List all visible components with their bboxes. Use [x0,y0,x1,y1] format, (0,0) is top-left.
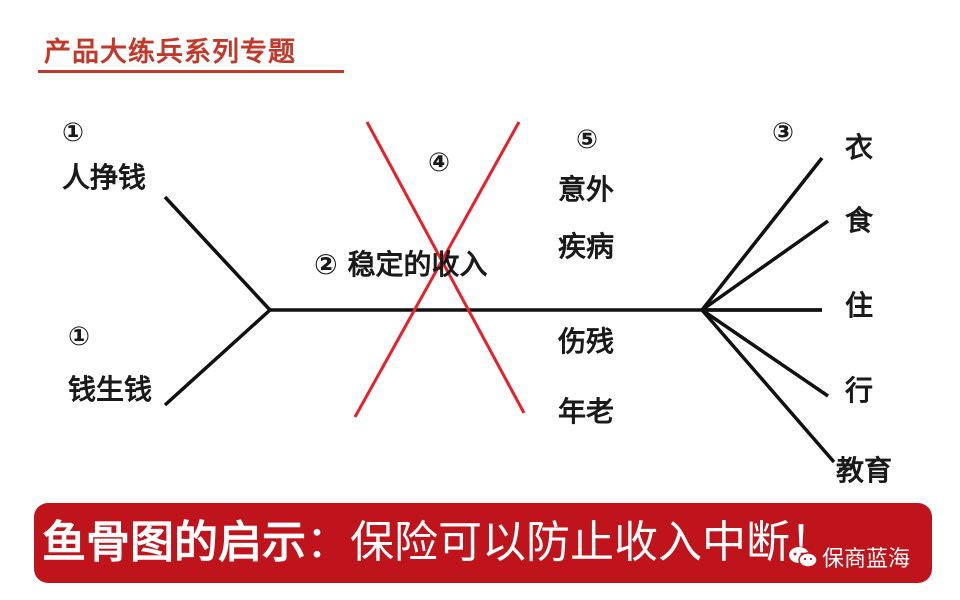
need-food: 食 [845,204,874,237]
conclusion-banner [34,503,932,583]
label-stable-income: ② 稳定的收入 [314,248,488,281]
bone-earn-by-person [163,195,272,312]
conclusion-text: 鱼骨图的启示：保险可以防止收入中断！ [42,513,834,573]
risk-illness: 疾病 [558,230,615,263]
risk-disability: 伤残 [558,325,615,358]
fan-line-travel [701,308,829,398]
marker-earn-by-person: ① [62,118,85,148]
fan-line-education [700,308,836,464]
marker-risks: ⑤ [576,125,599,155]
conclusion-heading: 鱼骨图的启示 [42,517,306,568]
need-clothing: 衣 [845,131,874,164]
cross-line-2 [353,121,521,418]
marker-cross: ④ [428,148,451,178]
cross-line-1 [365,121,526,414]
risk-accident: 意外 [558,173,615,206]
wechat-icon [788,546,818,568]
page-title: 产品大练兵系列专题 [44,37,296,68]
title-underline [38,70,344,73]
fan-line-food [700,219,830,312]
need-travel: 行 [845,374,874,407]
label-earn-by-person: 人挣钱 [62,161,147,194]
need-education: 教育 [836,454,893,487]
fan-line-clothing [700,156,824,312]
bone-money-makes-money [163,308,272,407]
conclusion-message: 保险可以防止收入中断！ [350,517,834,568]
marker-money-makes-money: ① [68,322,91,352]
watermark: 保商蓝海 [788,541,910,573]
conclusion-colon: ： [306,517,350,568]
risk-old-age: 年老 [558,395,615,428]
marker-needs: ③ [772,118,795,148]
need-housing: 住 [845,289,874,322]
watermark-text: 保商蓝海 [822,547,911,572]
label-money-makes-money: 钱生钱 [68,373,153,406]
